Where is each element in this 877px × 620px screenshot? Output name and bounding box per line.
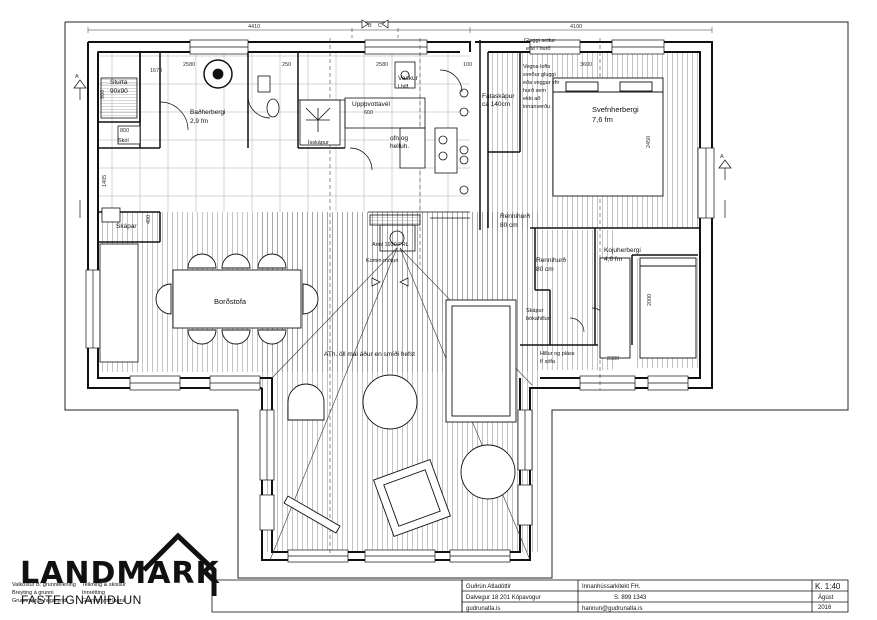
label-isskapur: Ísskápur xyxy=(308,139,329,146)
tb-month: Ágúst xyxy=(818,594,834,601)
tb-email: hannun@gudrunatla.is xyxy=(582,606,642,612)
landmark-logo: LANDMARK FASTEIGNAMIÐLUN xyxy=(12,530,219,610)
dim-2000: 2000 xyxy=(647,294,653,306)
label-rennihurd-2: Rennihurð xyxy=(536,256,566,264)
side-note-r3: Grunnmynd lagnir xyxy=(82,598,126,604)
label-kojuherbergi-area: 4,6 fm xyxy=(604,256,622,263)
note-1: Vegna lofts xyxy=(523,64,550,70)
dim-2580-top: 2580 xyxy=(183,62,195,68)
windows xyxy=(85,39,715,563)
living-furniture xyxy=(283,299,517,538)
bathroom-fixtures xyxy=(99,59,469,363)
dim-800: 800 xyxy=(120,128,129,134)
note-4: hurð sem xyxy=(523,87,546,94)
dim-2450: 2450 xyxy=(646,136,652,148)
door-swings xyxy=(159,69,607,333)
label-kojuherbergi: Kojuherbergi xyxy=(604,247,641,254)
label-arinn: Arinl 1930 FRL xyxy=(372,242,409,248)
label-badherbergi: Baðherbergi xyxy=(190,108,225,116)
logo-subtitle: FASTEIGNAMIÐLUN xyxy=(21,593,142,607)
label-vaskur: Vaskur xyxy=(398,75,419,82)
label-ofn: ofn og xyxy=(390,135,408,142)
label-vaskur-sub: Lhilf. xyxy=(398,84,410,90)
note-3: eða veggur yfir xyxy=(523,79,560,86)
dim-3600: 3600 xyxy=(580,62,592,68)
note-6: innanverðu xyxy=(523,103,550,110)
label-rennihurd-1-size: 80 cm xyxy=(500,222,518,229)
label-hillur2: f/ sófa xyxy=(540,359,556,365)
dim-100: 100 xyxy=(463,62,472,68)
label-sturta: Sturta xyxy=(110,79,128,86)
section-c-top: C xyxy=(378,23,382,29)
label-stofa-note: ATh. öll mál áður en smíði hefst xyxy=(324,350,415,358)
dim-600: 600 xyxy=(364,110,373,116)
dim-2380: 2380 xyxy=(607,356,619,362)
label-bordstofa: Borðstofa xyxy=(214,297,247,306)
label-svefnherbergi: Svefnherbergi xyxy=(592,105,639,114)
side-note-l2: Breyting á grunni xyxy=(12,590,54,596)
dim-2580-mid: 2580 xyxy=(376,62,388,68)
side-note-l1: Valkostur B: grunnteikning xyxy=(12,582,76,588)
dining-set xyxy=(155,253,319,345)
house-roof-icon xyxy=(142,532,217,596)
side-note-l3: Grunnmynd, hugmynd xyxy=(12,598,66,604)
tb-address: Dalvegur 18 201 Kópavogur xyxy=(466,595,541,601)
label-hillur: Hillur og pláss xyxy=(540,351,575,357)
side-note-r2: Innrétting xyxy=(82,590,105,596)
label-fataskapur: Fataskápur xyxy=(482,93,515,100)
faded-notes: Valkostur B: grunnteikning Breyting á gr… xyxy=(12,582,126,604)
label-gluggi: Gluggi settur xyxy=(524,38,555,44)
label-badherbergi-area: 2,9 fm xyxy=(190,118,208,125)
tb-year: 2016 xyxy=(818,605,832,611)
label-rennihurd-1: Rennihurð xyxy=(500,212,530,220)
section-a-right: A xyxy=(720,154,724,160)
dim-900: 900 xyxy=(100,90,106,99)
label-skapar: Skápar xyxy=(116,223,137,230)
tb-name: Guðrún Atladóttir xyxy=(466,583,511,590)
title-block xyxy=(211,579,849,613)
tb-scale: K. 1:40 xyxy=(815,582,841,591)
note-5: ekki að xyxy=(523,95,540,102)
dim-top-right: 4100 xyxy=(570,24,582,30)
section-b-top: B xyxy=(368,23,372,29)
dim-1670: 1670 xyxy=(150,68,162,74)
dimension-lines xyxy=(87,27,713,33)
dim-250: 250 xyxy=(282,62,291,68)
tb-role: Innanhússarkitekt FH. xyxy=(582,584,641,590)
site-outline xyxy=(64,21,849,579)
label-svefnherbergi-area: 7,6 fm xyxy=(592,115,613,124)
kitchen-counter xyxy=(297,62,470,252)
dim-1405: 1405 xyxy=(102,175,108,187)
label-ofn2: helluh. xyxy=(390,143,409,150)
section-markers xyxy=(73,19,732,287)
dim-top-left: 4410 xyxy=(248,24,260,30)
logo-wordmark: LANDMARK xyxy=(20,556,220,591)
label-sturta-size: 90x90 xyxy=(110,88,128,95)
dim-400: 400 xyxy=(146,215,152,224)
label-uppthvottavel: Uppþvottavél xyxy=(352,101,390,108)
label-skapur: Skápur xyxy=(526,308,544,314)
label-gluggi2: efst í hurð xyxy=(526,45,550,52)
label-komin: Komin mótun xyxy=(366,258,398,264)
section-a-left: A xyxy=(75,74,79,80)
beds xyxy=(552,77,697,359)
label-skapur2: bókahillur xyxy=(526,316,550,322)
label-skol: Skól xyxy=(118,138,129,144)
tb-phone: S: 899 1343 xyxy=(614,595,647,601)
note-2: sveður gluggi xyxy=(523,71,556,78)
label-fataskapur-size: ca 140cm xyxy=(482,101,510,108)
side-note-r1: Teikning & skissur xyxy=(82,582,126,588)
label-rennihurd-2-size: 80 cm xyxy=(536,266,554,273)
tb-web: gudrunatla.is xyxy=(466,606,500,612)
